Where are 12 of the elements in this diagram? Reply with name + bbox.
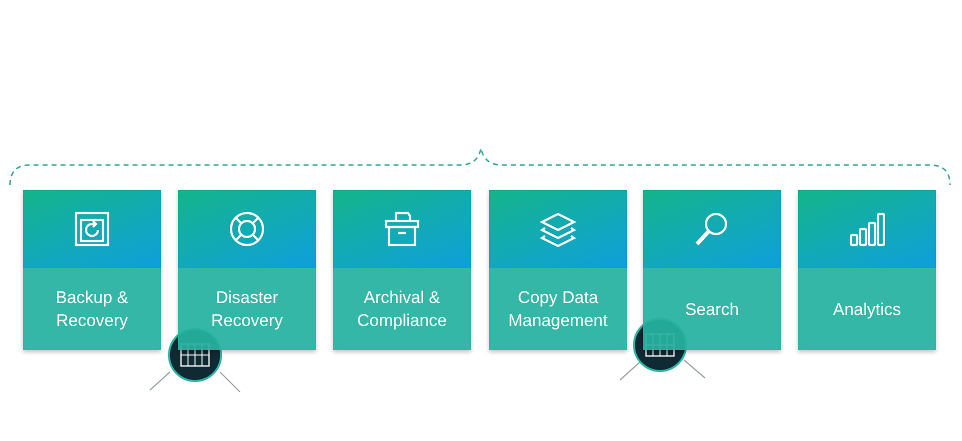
capability-card — [333, 190, 471, 350]
card-label: Analytics — [832, 298, 902, 320]
card-label: Disaster Recovery — [210, 287, 284, 332]
capability-card — [643, 190, 781, 350]
card-label: Backup & Recovery — [54, 287, 130, 332]
card-label: Archival & Compliance — [356, 287, 448, 332]
card-label: Copy Data Management — [507, 287, 609, 332]
capability-card — [798, 190, 936, 350]
card-label: Search — [684, 298, 740, 320]
capability-card — [23, 190, 161, 350]
capability-card — [489, 190, 627, 350]
capability-card — [178, 190, 316, 350]
